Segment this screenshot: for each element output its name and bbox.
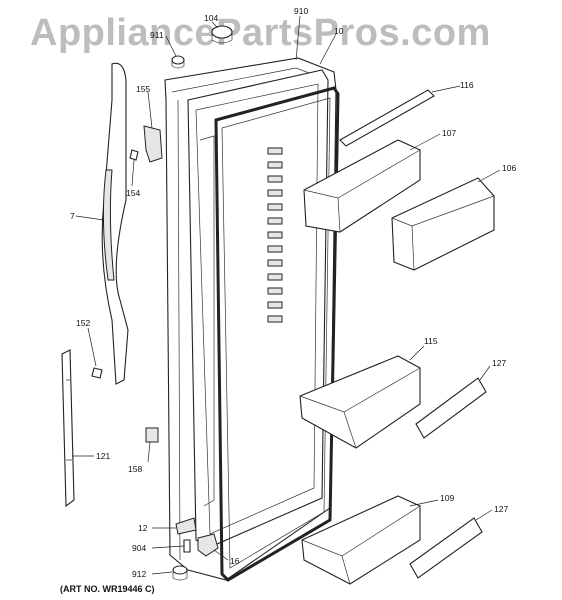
callout-152: 152 bbox=[76, 318, 90, 328]
callout-109: 109 bbox=[440, 493, 454, 503]
upper-door-bin bbox=[303, 139, 421, 233]
door-gasket bbox=[214, 86, 340, 582]
hole-plug bbox=[171, 55, 185, 69]
door-bin-front-lower bbox=[409, 517, 483, 579]
art-number: (ART NO. WR19446 C) bbox=[60, 584, 155, 594]
callout-154: 154 bbox=[126, 188, 140, 198]
trim-clip bbox=[145, 427, 159, 443]
handle-mount-bracket bbox=[143, 125, 163, 163]
callout-107: 107 bbox=[442, 128, 456, 138]
callout-910: 910 bbox=[294, 6, 308, 16]
callout-158: 158 bbox=[128, 464, 142, 474]
hinge-cam bbox=[197, 533, 219, 557]
callout-labels: 104 910 911 10 116 155 107 154 106 7 152… bbox=[70, 6, 516, 579]
callout-115: 115 bbox=[424, 336, 438, 346]
middle-door-bin bbox=[299, 355, 421, 449]
door-bin-front-upper bbox=[415, 377, 487, 439]
callout-106: 106 bbox=[502, 163, 516, 173]
trim-screw bbox=[91, 367, 103, 379]
handle-screw bbox=[129, 149, 139, 161]
door-handle bbox=[101, 62, 129, 385]
callout-12: 12 bbox=[138, 523, 148, 533]
door-stop-plug bbox=[172, 565, 188, 581]
callout-121: 121 bbox=[96, 451, 110, 461]
callout-16: 16 bbox=[230, 556, 240, 566]
callout-127-upper: 127 bbox=[492, 358, 506, 368]
callout-127-lower: 127 bbox=[494, 504, 508, 514]
top-hinge-cap bbox=[211, 25, 233, 44]
shelf-pegs bbox=[267, 147, 283, 323]
leader-lines bbox=[72, 15, 501, 575]
callout-904: 904 bbox=[132, 543, 146, 553]
callout-155: 155 bbox=[136, 84, 150, 94]
callout-911: 911 bbox=[150, 30, 164, 40]
upper-door-bin-clear bbox=[391, 177, 495, 271]
door-liner bbox=[187, 69, 329, 549]
callout-116: 116 bbox=[460, 80, 474, 90]
dairy-bin-cover bbox=[339, 89, 435, 147]
lower-door-bin bbox=[301, 495, 421, 585]
callout-7: 7 bbox=[70, 211, 75, 221]
side-trim bbox=[61, 349, 75, 508]
callout-10: 10 bbox=[334, 26, 344, 36]
bottom-hinge-bracket bbox=[175, 517, 197, 535]
hinge-pin-bushing bbox=[183, 539, 191, 553]
callout-104: 104 bbox=[204, 13, 218, 23]
watermark-logo: AppliancePartsPros.com bbox=[30, 12, 491, 54]
callout-912: 912 bbox=[132, 569, 146, 579]
